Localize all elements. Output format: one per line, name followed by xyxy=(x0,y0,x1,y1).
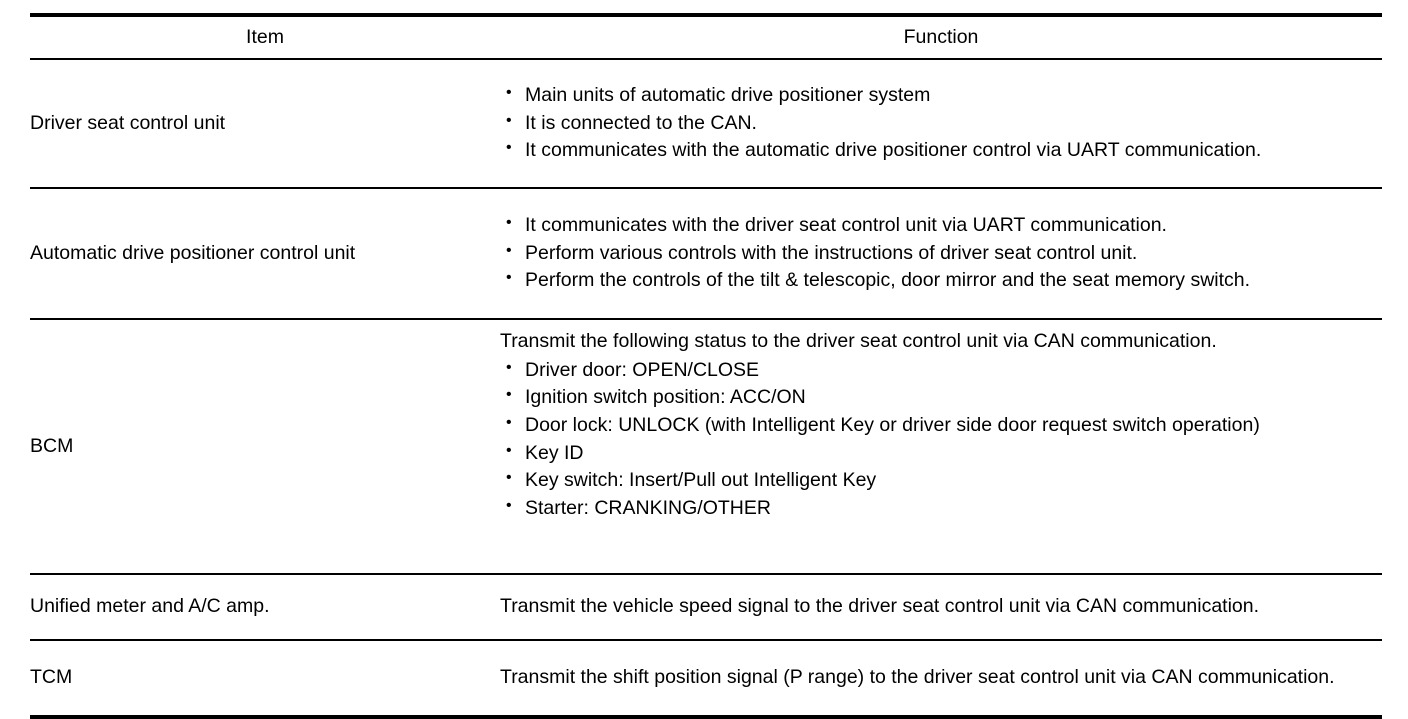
item-label: Automatic drive positioner control unit xyxy=(30,241,356,264)
table-row: BCM Transmit the following status to the… xyxy=(30,318,1382,574)
table-header: Item Function xyxy=(30,15,1382,60)
component-function-table: Item Function Driver seat control unit M… xyxy=(30,13,1382,719)
table-row: Automatic drive positioner control unit … xyxy=(30,187,1382,319)
list-item: Key ID xyxy=(500,440,1382,468)
list-item: Driver door: OPEN/CLOSE xyxy=(500,357,1382,385)
function-bullet-list: It communicates with the driver seat con… xyxy=(500,212,1382,295)
table-row: Unified meter and A/C amp. Transmit the … xyxy=(30,573,1382,640)
item-label: BCM xyxy=(30,434,74,457)
function-bullet-list: Driver door: OPEN/CLOSE Ignition switch … xyxy=(500,357,1382,523)
list-item: Perform the controls of the tilt & teles… xyxy=(500,267,1382,295)
function-lead-text: Transmit the following status to the dri… xyxy=(500,330,1217,352)
list-item: Starter: CRANKING/OTHER xyxy=(500,495,1382,523)
table-row: Driver seat control unit Main units of a… xyxy=(30,59,1382,188)
header-row: Item Function xyxy=(30,15,1382,60)
list-item: It is connected to the CAN. xyxy=(500,110,1382,138)
row-item-cell: Unified meter and A/C amp. xyxy=(30,573,500,640)
table-row: TCM Transmit the shift position signal (… xyxy=(30,639,1382,717)
row-function-cell: It communicates with the driver seat con… xyxy=(500,187,1382,319)
function-lead-text: Transmit the shift position signal (P ra… xyxy=(500,665,1335,688)
row-item-cell: TCM xyxy=(30,639,500,717)
item-label: Unified meter and A/C amp. xyxy=(30,595,270,618)
list-item: Door lock: UNLOCK (with Intelligent Key … xyxy=(500,412,1382,440)
column-header-function: Function xyxy=(500,15,1382,60)
row-function-cell: Transmit the following status to the dri… xyxy=(500,318,1382,574)
function-bullet-list: Main units of automatic drive positioner… xyxy=(500,82,1382,165)
list-item: It communicates with the driver seat con… xyxy=(500,212,1382,240)
row-function-cell: Main units of automatic drive positioner… xyxy=(500,59,1382,188)
function-lead-text: Transmit the vehicle speed signal to the… xyxy=(500,594,1260,617)
item-label: TCM xyxy=(30,666,73,689)
row-item-cell: Driver seat control unit xyxy=(30,59,500,188)
row-item-cell: Automatic drive positioner control unit xyxy=(30,187,500,319)
row-function-cell: Transmit the shift position signal (P ra… xyxy=(500,639,1382,717)
list-item: Perform various controls with the instru… xyxy=(500,240,1382,268)
list-item: It communicates with the automatic drive… xyxy=(500,137,1382,165)
list-item: Key switch: Insert/Pull out Intelligent … xyxy=(500,467,1382,495)
item-label: Driver seat control unit xyxy=(30,111,226,134)
table-body: Driver seat control unit Main units of a… xyxy=(30,59,1382,717)
row-item-cell: BCM xyxy=(30,318,500,574)
column-header-item: Item xyxy=(30,15,500,60)
row-function-cell: Transmit the vehicle speed signal to the… xyxy=(500,573,1382,640)
list-item: Main units of automatic drive positioner… xyxy=(500,82,1382,110)
list-item: Ignition switch position: ACC/ON xyxy=(500,384,1382,412)
